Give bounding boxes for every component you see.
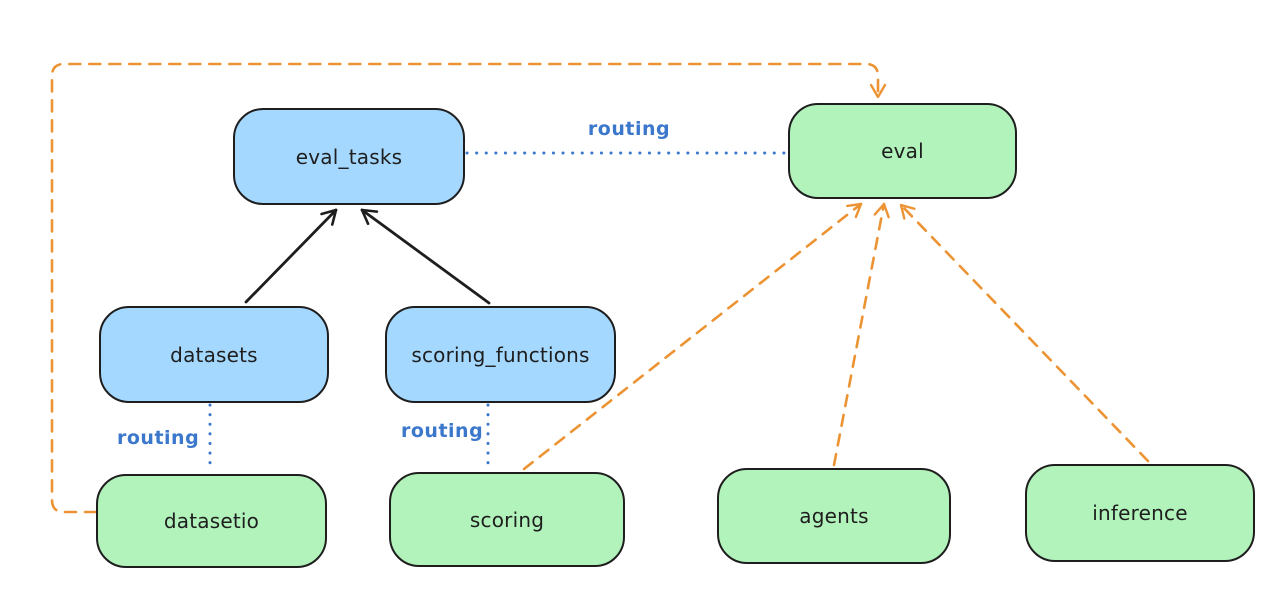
edge-scoring-functions-to-eval-tasks [360, 208, 491, 305]
node-datasets-label: datasets [170, 342, 258, 367]
node-inference[interactable]: inference [1025, 464, 1255, 562]
routing-label-eval-tasks-eval: routing [587, 118, 671, 140]
routing-label-scoring-functions-scoring: routing [401, 420, 484, 442]
node-scoring-functions[interactable]: scoring_functions [385, 306, 616, 403]
edge-agents-to-eval [832, 202, 890, 467]
node-inference-label: inference [1092, 501, 1188, 525]
node-agents-label: agents [799, 504, 869, 528]
node-datasets[interactable]: datasets [99, 306, 329, 403]
node-eval-label: eval [881, 139, 924, 163]
node-datasetio[interactable]: datasetio [96, 474, 327, 568]
node-scoring-functions-label: scoring_functions [411, 342, 590, 367]
node-scoring[interactable]: scoring [389, 472, 625, 567]
edge-scoring-to-eval [522, 202, 863, 471]
node-datasetio-label: datasetio [163, 509, 260, 533]
routing-label-datasets-datasetio: routing [117, 427, 200, 449]
node-scoring-label: scoring [469, 507, 545, 532]
node-eval[interactable]: eval [788, 103, 1017, 199]
edge-datasets-to-eval-tasks [244, 208, 338, 304]
node-agents[interactable]: agents [717, 468, 951, 564]
edge-inference-to-eval [899, 203, 1150, 463]
node-eval-tasks[interactable]: eval_tasks [233, 108, 465, 205]
node-eval-tasks-label: eval_tasks [295, 144, 403, 169]
edge-datasetio-to-eval [50, 62, 887, 514]
